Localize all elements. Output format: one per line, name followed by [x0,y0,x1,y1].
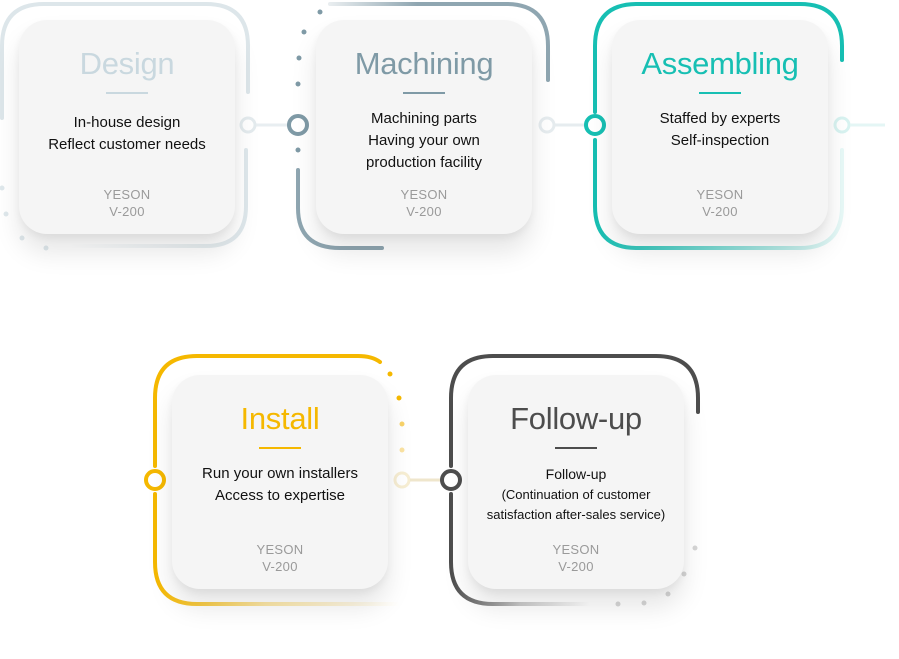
description-line: Access to expertise [214,487,346,504]
title-underline [555,447,597,449]
model-number: V-200 [558,559,594,574]
step-card-machining: Machining Machining parts Having your ow… [316,20,532,234]
connector-machining-assembling [538,114,606,136]
brand-name: YESON [696,187,744,202]
model-number: V-200 [702,204,738,219]
description-line: Machining parts [371,110,477,127]
title-underline [403,92,445,94]
step-title-followup: Follow-up [510,401,642,436]
followup-frame [449,354,700,607]
model-number: V-200 [262,559,298,574]
model-label: YESON V-200 [316,186,532,220]
model-label: YESON V-200 [19,186,235,220]
title-underline [699,92,741,94]
machining-frame [295,2,550,250]
connector-design-machining [239,114,309,136]
model-label: YESON V-200 [612,186,828,220]
description-line: Reflect customer needs [48,136,206,153]
title-underline [259,447,301,449]
description-line: (Continuation of customer [501,487,651,502]
description-line: Run your own installers [202,465,358,482]
step-title-assembling: Assembling [641,46,799,81]
step-card-assembling: Assembling Staffed by experts Self-inspe… [612,20,828,234]
step-card-install: Install Run your own installers Access t… [172,375,388,589]
step-title-install: Install [240,401,320,436]
step-description: In-house design Reflect customer needs [25,112,229,156]
description-line: Having your own [368,132,480,149]
description-line: In-house design [73,114,181,131]
step-description: Follow-up (Continuation of customer sati… [474,463,678,525]
model-label: YESON V-200 [468,541,684,575]
title-underline [106,92,148,94]
step-description: Machining parts Having your own producti… [322,108,526,174]
step-title-design: Design [79,46,175,81]
install-frame [144,354,405,606]
connector-install-followup [393,469,462,491]
model-number: V-200 [406,204,442,219]
description-line: production facility [366,154,482,171]
model-number: V-200 [109,204,145,219]
design-frame [0,2,250,251]
step-title-machining: Machining [354,46,494,81]
description-line: Self-inspection [670,132,770,149]
step-description: Run your own installers Access to expert… [178,463,382,507]
description-line: Staffed by experts [659,110,781,127]
description-line: Follow-up [545,466,607,482]
description-line: satisfaction after-sales service) [486,507,666,522]
brand-name: YESON [256,542,304,557]
brand-name: YESON [552,542,600,557]
step-card-followup: Follow-up Follow-up (Continuation of cus… [468,375,684,589]
model-label: YESON V-200 [172,541,388,575]
brand-name: YESON [103,187,151,202]
step-card-design: Design In-house design Reflect customer … [19,20,235,234]
assembling-frame [593,2,885,250]
brand-name: YESON [400,187,448,202]
step-description: Staffed by experts Self-inspection [618,108,822,152]
